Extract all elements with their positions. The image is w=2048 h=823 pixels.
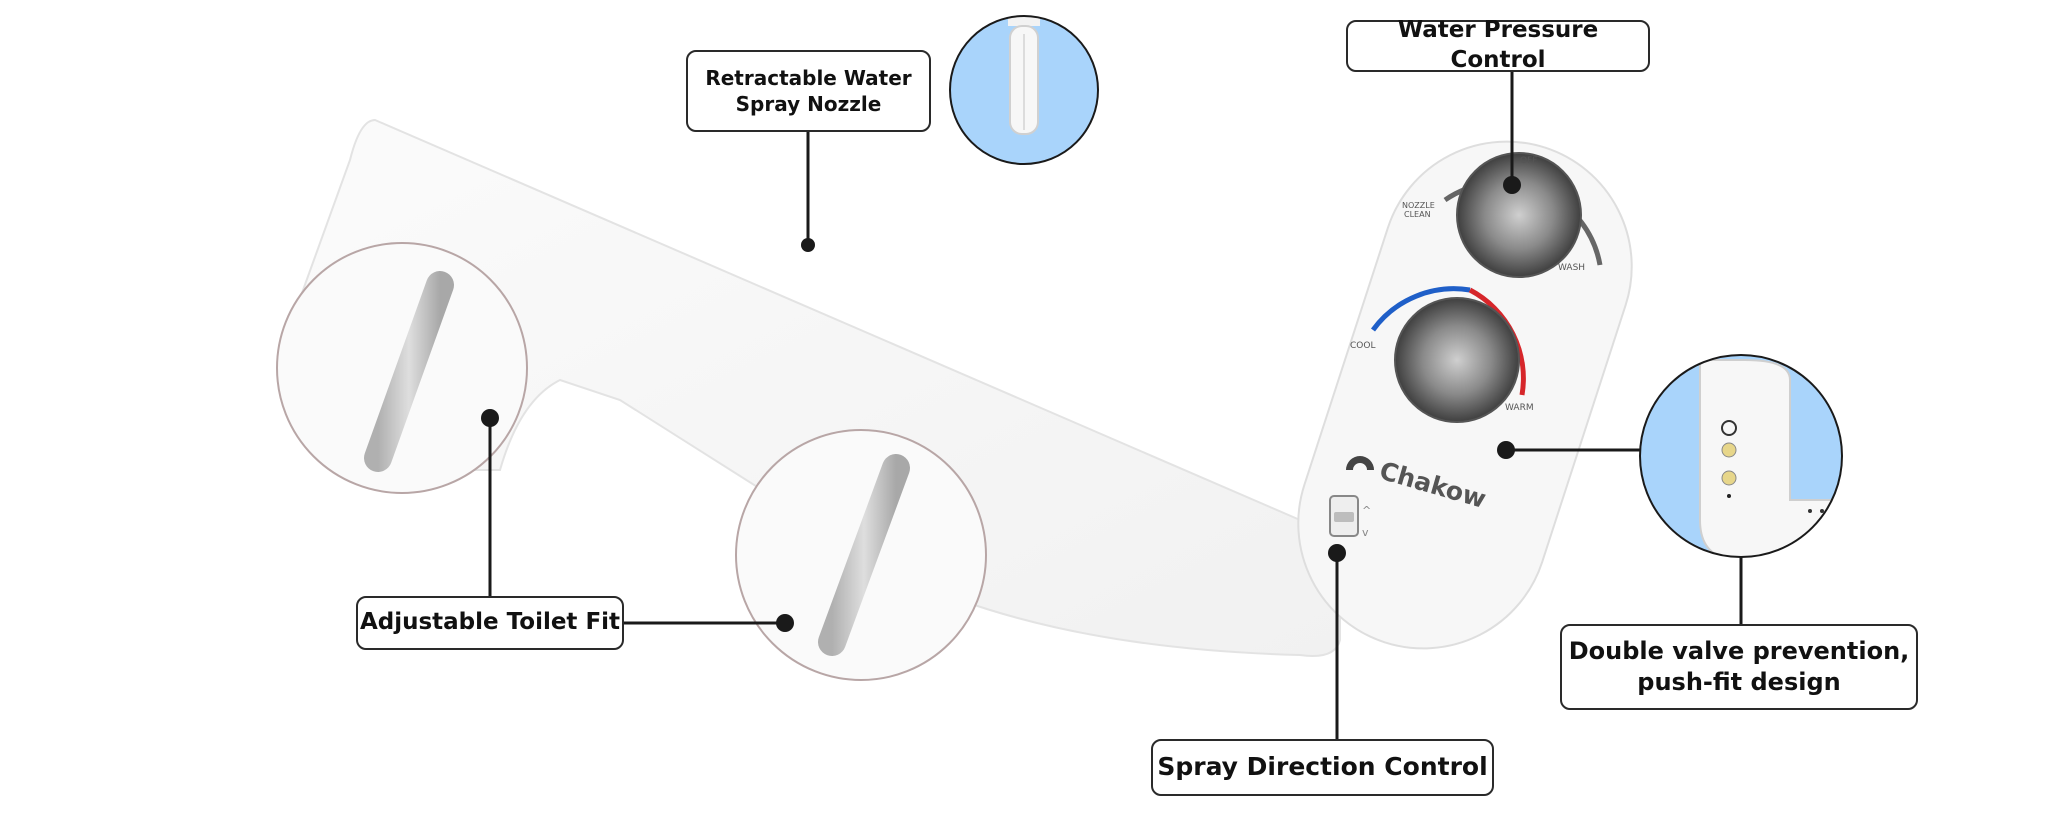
knob-label-warm: WARM [1505,403,1534,413]
mounting-disc-right [735,429,987,681]
knob-label-nozzle-clean: NOZZLE CLEAN [1402,201,1437,219]
callout-toilet-fit: Adjustable Toilet Fit [356,596,624,650]
arrow-up-icon: ^ [1362,504,1371,517]
brand-logo-icon [1346,456,1374,470]
knob-label-clean: CLEAN [1404,210,1431,219]
nozzle-inset [949,15,1099,165]
dot-pressure [1503,176,1521,194]
arrow-down-icon: v [1362,526,1369,539]
dot-fit-left [481,409,499,427]
cool-arc [1370,286,1471,332]
knob-label-nozzle: NOZZLE [1402,201,1435,210]
callout-pressure: Water Pressure Control [1346,17,1650,73]
knob-label-cool: COOL [1350,341,1375,351]
dot-fit-right [776,614,794,632]
leader-dots [481,176,1521,632]
dot-spray [1328,544,1346,562]
knob-label-wash: WASH [1558,263,1585,273]
pressure-knob[interactable] [1443,152,1603,278]
valve-inset [1639,354,1843,558]
callout-nozzle: Retractable Water Spray Nozzle [686,50,931,132]
leader-lines [488,72,1743,739]
dot-valve [1497,441,1515,459]
callout-spray-direction: Spray Direction Control [1151,739,1494,796]
mounting-disc-left [276,242,528,494]
spray-direction-switch[interactable]: ^ v [1329,495,1371,539]
dot-nozzle [801,238,815,252]
knob-label-off: OFF [1520,156,1537,166]
temperature-knob[interactable] [1370,286,1526,423]
callout-valve: Double valve prevention, push-fit design [1560,624,1918,710]
